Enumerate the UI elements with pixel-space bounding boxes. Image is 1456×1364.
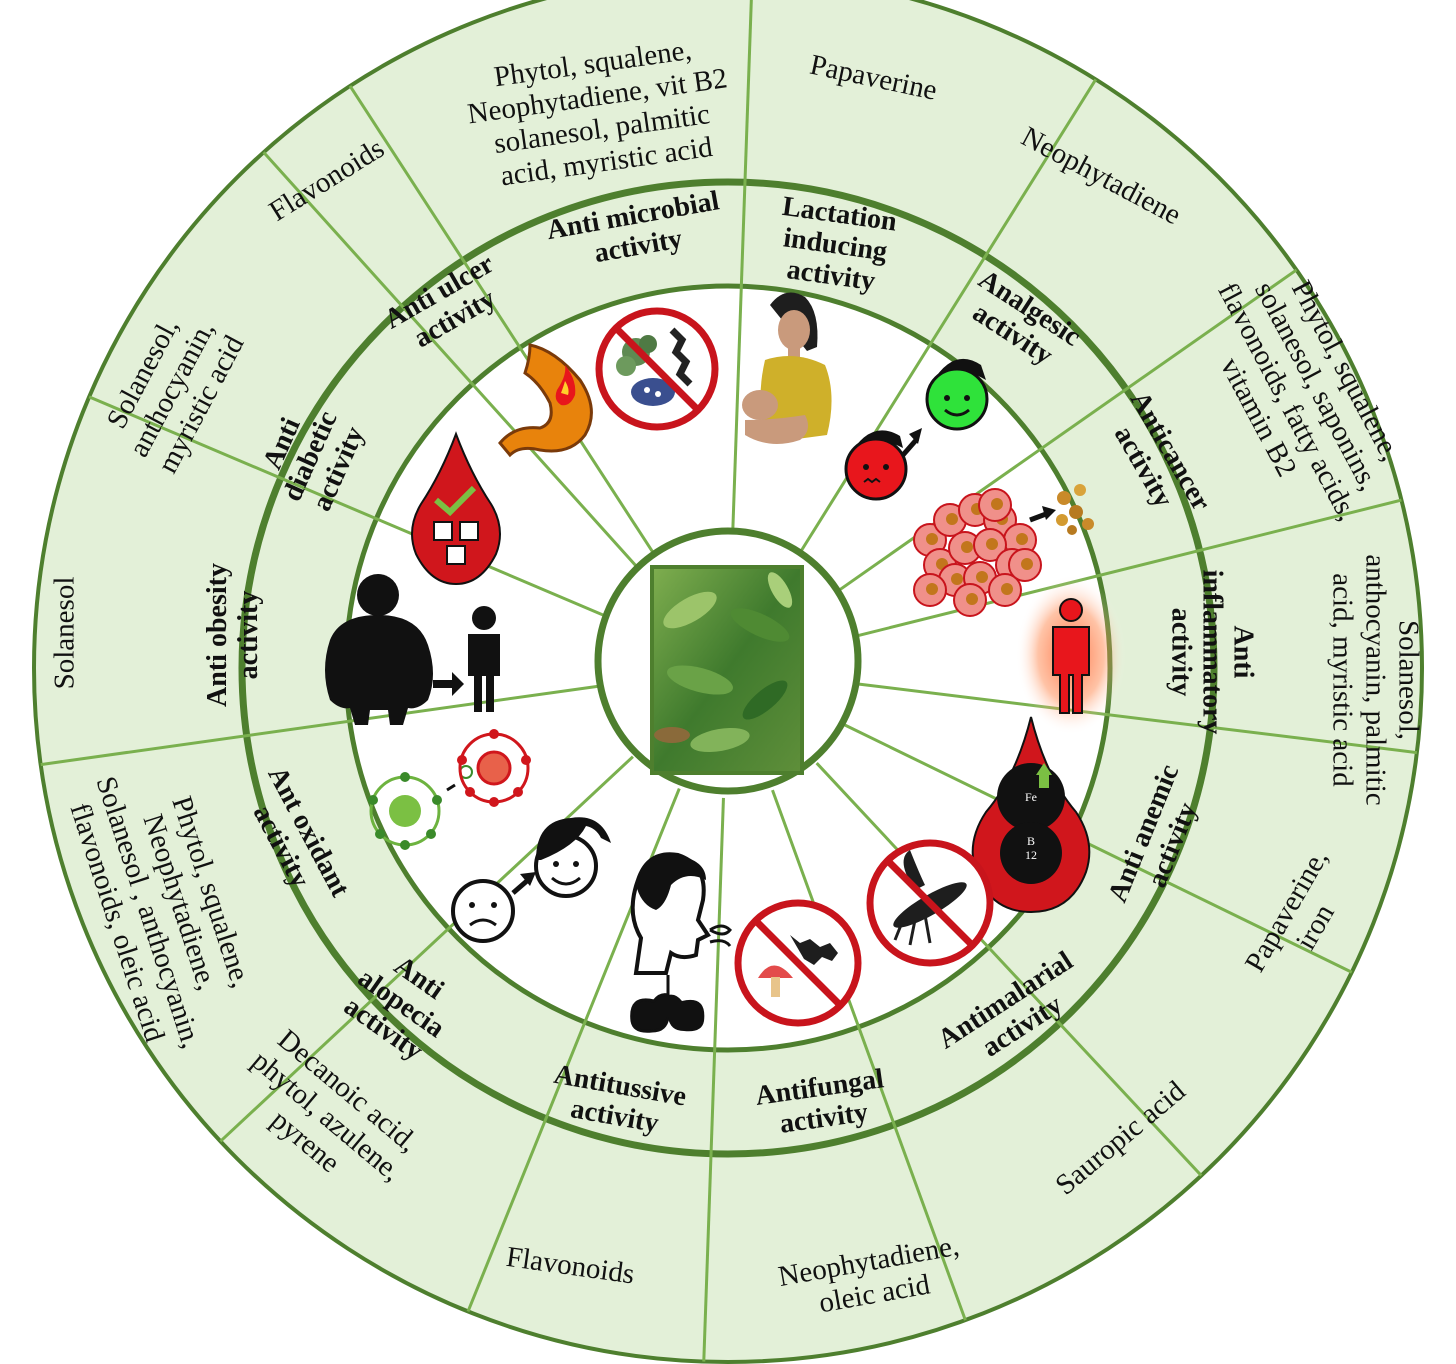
cancer-cells-icon xyxy=(913,484,1094,617)
sector-divider xyxy=(40,684,600,767)
sector-divider xyxy=(731,0,753,539)
stomach-fire-icon xyxy=(498,343,593,458)
activity-ring-border xyxy=(238,178,1218,1158)
pain-relief-faces-icon xyxy=(844,358,989,501)
center-plant-photo xyxy=(650,565,804,775)
sector-divider xyxy=(348,85,659,560)
sector-divider xyxy=(853,498,1402,639)
inflamed-body-icon xyxy=(1016,575,1126,735)
weight-loss-icon xyxy=(325,574,500,725)
sector-divider xyxy=(262,151,643,573)
no-fungus-icon xyxy=(734,899,862,1027)
hair-growth-faces-icon xyxy=(451,817,611,943)
sector-divider xyxy=(771,789,967,1321)
breastfeeding-icon xyxy=(742,292,832,444)
free-radical-icon xyxy=(368,729,531,850)
no-mosquito-icon xyxy=(866,839,994,967)
activity-label-1: Lactationinducingactivity xyxy=(772,191,899,299)
sector-divider xyxy=(833,268,1298,595)
no-bacteria-icon xyxy=(595,307,719,431)
blood-sugar-icon xyxy=(411,431,501,586)
compound-label-4: Solanesol,anthocyanin, palmiticacid, myr… xyxy=(1326,554,1424,805)
sector-divider xyxy=(702,797,725,1362)
activity-label-4: Antiinflammatoryactivity xyxy=(1166,570,1259,735)
cough-lungs-icon xyxy=(630,852,732,1033)
sector-divider xyxy=(815,762,1203,1177)
activity-label-11: Anti obesityactivity xyxy=(202,563,264,707)
iron-label: Fe xyxy=(1025,790,1037,804)
compound-label-11: Solanesol xyxy=(49,577,81,690)
sector-divider xyxy=(88,395,609,619)
sector-divider xyxy=(856,682,1418,755)
sector-divider xyxy=(844,723,1353,974)
